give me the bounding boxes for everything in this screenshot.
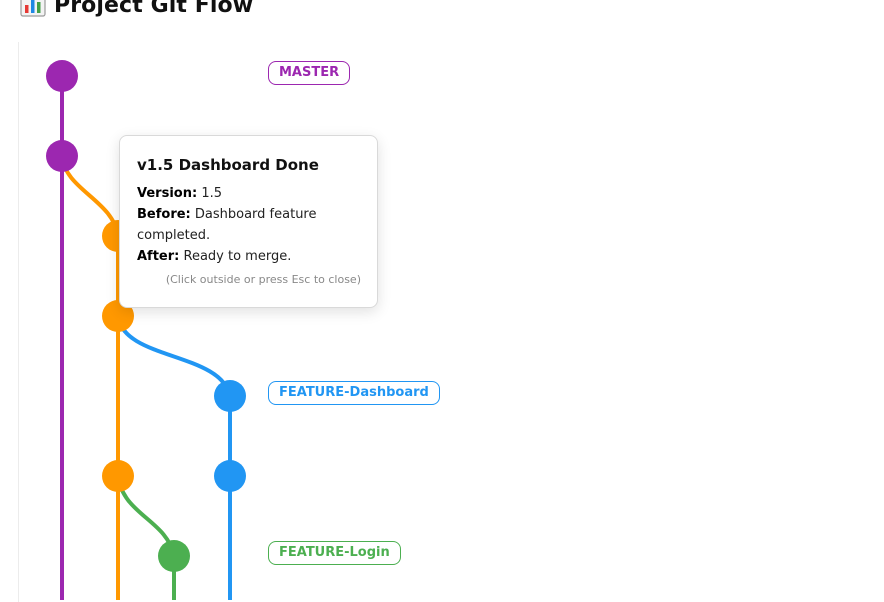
branch-label-feature-dashboard: FEATURE-Dashboard [268, 381, 440, 405]
tooltip-after-value: Ready to merge. [183, 249, 292, 264]
tooltip-before-label: Before: [137, 207, 191, 222]
commit-node-master-1[interactable] [46, 60, 78, 92]
page-title: Project Git Flow [54, 0, 254, 18]
git-graph [46, 60, 246, 600]
tooltip-version-label: Version: [137, 186, 198, 201]
commit-node-login-1[interactable] [158, 540, 190, 572]
commit-node-dashboard-1[interactable] [214, 380, 246, 412]
tooltip-version-value: 1.5 [201, 186, 222, 201]
commit-tooltip[interactable]: v1.5 Dashboard Done Version: 1.5 Before:… [119, 135, 378, 308]
branch-label-master: MASTER [268, 61, 351, 85]
tooltip-after-label: After: [137, 249, 180, 264]
tooltip-title: v1.5 Dashboard Done [137, 156, 319, 174]
bar-chart-icon [20, 0, 46, 17]
feature-dashboard-curve [116, 315, 232, 397]
tooltip-version: Version: 1.5 [137, 183, 361, 204]
commit-node-develop-3[interactable] [102, 460, 134, 492]
tooltip-before: Before: Dashboard feature completed. [137, 204, 361, 246]
commit-node-develop-2[interactable] [102, 300, 134, 332]
tooltip-after: After: Ready to merge. [137, 246, 361, 267]
page-header: Project Git Flow [20, 0, 253, 20]
tooltip-before-value: Dashboard feature completed. [137, 207, 317, 243]
branch-label-feature-login: FEATURE-Login [268, 541, 401, 565]
commit-node-dashboard-2[interactable] [214, 460, 246, 492]
git-graph-panel [18, 42, 884, 602]
commit-node-master-2[interactable] [46, 140, 78, 172]
tooltip-close-hint: (Click outside or press Esc to close) [165, 273, 361, 286]
